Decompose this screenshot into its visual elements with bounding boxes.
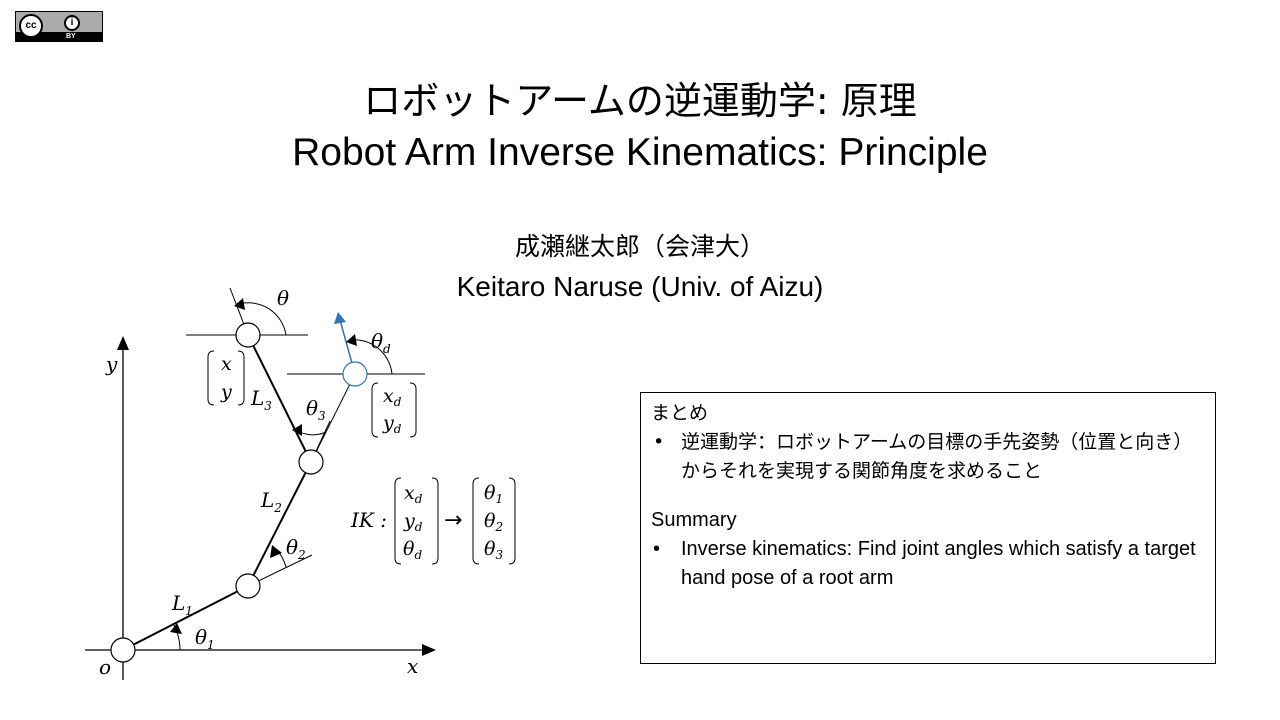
title-japanese: ロボットアームの逆運動学: 原理 (363, 79, 917, 123)
cc-by-license-badge: cc i BY (15, 11, 103, 42)
x-axis-label: x (407, 654, 418, 678)
summary-heading-english: Summary (651, 509, 737, 531)
ik-theta3: θ3 (484, 538, 503, 562)
ik-theta2: θ2 (484, 510, 503, 534)
target-arrowhead (334, 312, 346, 324)
summary-box: まとめ 逆運動学：ロボットアームの目標の手先姿勢（位置と向き）からそれを実現する… (640, 392, 1216, 664)
ik-output-right-paren (508, 477, 516, 565)
author-english: Keitaro Naruse (Univ. of Aizu) (456, 271, 824, 302)
joint-2 (235, 573, 261, 599)
ik-input-right-paren (431, 477, 439, 565)
link-3-label: L3 (250, 386, 272, 413)
author-japanese: 成瀬継太郎（会津大） (514, 232, 765, 261)
target-xd: xd (383, 385, 402, 409)
target-hand-joint (342, 361, 368, 387)
summary-list-japanese: 逆運動学：ロボットアームの目標の手先姿勢（位置と向き）からそれを実現する関節角度… (651, 428, 1205, 486)
theta3-label: θ3 (306, 396, 326, 423)
ik-theta1: θ1 (484, 482, 503, 506)
cc-icon: cc (19, 14, 43, 38)
link-2-label: L2 (260, 488, 282, 515)
base-joint (110, 637, 136, 663)
ik-xd: xd (404, 482, 423, 506)
hand-x: x (221, 353, 232, 375)
attribution-person-icon: i (64, 15, 80, 31)
x-axis-arrowhead (422, 644, 436, 656)
hand-joint (235, 322, 261, 348)
theta2-arrowhead (270, 545, 282, 558)
ik-arrow: → (444, 508, 462, 533)
theta-d-arc (349, 339, 393, 375)
list-item: 逆運動学：ロボットアームの目標の手先姿勢（位置と向き）からそれを実現する関節角度… (651, 428, 1205, 486)
theta-arrowhead (234, 298, 245, 310)
hand-y: y (220, 381, 232, 403)
summary-heading-japanese: まとめ (651, 402, 709, 424)
hand-vector-left-paren (207, 350, 215, 406)
badge-bottom-bar (16, 32, 102, 41)
theta2-label: θ2 (286, 535, 306, 562)
theta-d-arrowhead (346, 334, 357, 346)
theta1-arrowhead (170, 623, 182, 634)
ik-yd: yd (403, 510, 423, 534)
origin-label: o (99, 655, 111, 679)
list-item: Inverse kinematics: Find joint angles wh… (651, 535, 1205, 593)
by-label: BY (66, 33, 76, 40)
theta-d-label: θd (371, 329, 391, 356)
theta1-arc (173, 624, 181, 651)
title-english: Robot Arm Inverse Kinematics: Principle (292, 131, 988, 174)
ik-label: IK : (350, 508, 387, 532)
link-3 (247, 334, 312, 463)
ik-input-left-paren (394, 477, 402, 565)
theta1-label: θ1 (195, 625, 215, 652)
link-1-label: L1 (171, 591, 193, 618)
theta-arc (238, 302, 287, 336)
link-2 (247, 461, 312, 587)
y-axis-arrowhead (117, 336, 129, 350)
hand-vector-right-paren (237, 350, 245, 406)
ik-output-left-paren (472, 477, 480, 565)
target-vector-right-paren (409, 382, 417, 438)
theta3-arrowhead (292, 424, 302, 436)
link-1 (122, 585, 249, 651)
target-yd: yd (382, 412, 402, 436)
target-vector-left-paren (371, 382, 379, 438)
joint-3 (298, 449, 324, 475)
theta-label: θ (277, 286, 289, 310)
ik-theta-d: θd (403, 538, 422, 562)
y-axis-label: y (105, 352, 118, 376)
robot-arm-diagram: y x o L1 L2 L3 θ1 θ2 θ3 θ θd x y xd yd (85, 286, 516, 680)
summary-list-english: Inverse kinematics: Find joint angles wh… (651, 535, 1205, 593)
